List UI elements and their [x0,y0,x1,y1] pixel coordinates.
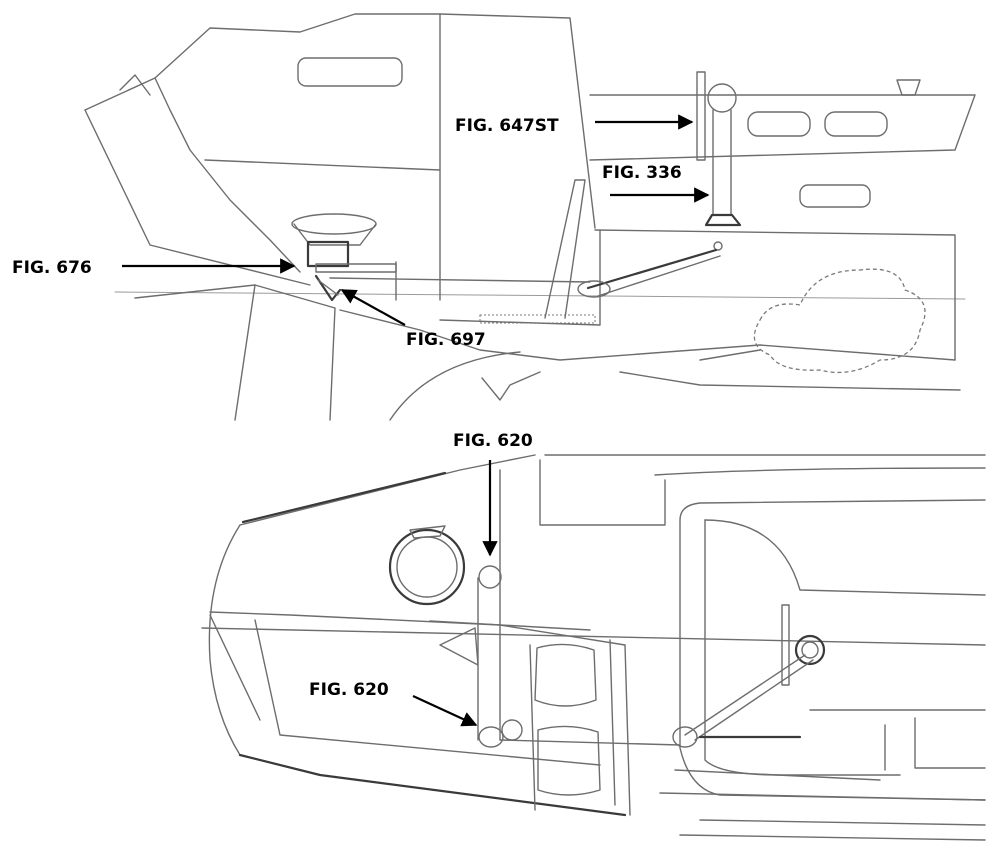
label-fig-697: FIG. 697 [406,330,486,350]
label-fig-336: FIG. 336 [602,163,682,183]
callout-arrows [122,114,710,727]
label-fig-676: FIG. 676 [12,258,92,278]
label-fig-620-top: FIG. 620 [453,431,533,451]
arrow-fig-620-bottom [412,695,478,727]
callout-labels: FIG. 647ST FIG. 336 FIG. 676 FIG. 697 FI… [12,116,682,700]
side-view-illustration [84,13,976,421]
label-fig-620-bottom: FIG. 620 [309,680,389,700]
plan-view-illustration [201,454,986,841]
arrow-fig-697 [340,289,406,326]
label-fig-647st: FIG. 647ST [455,116,559,136]
